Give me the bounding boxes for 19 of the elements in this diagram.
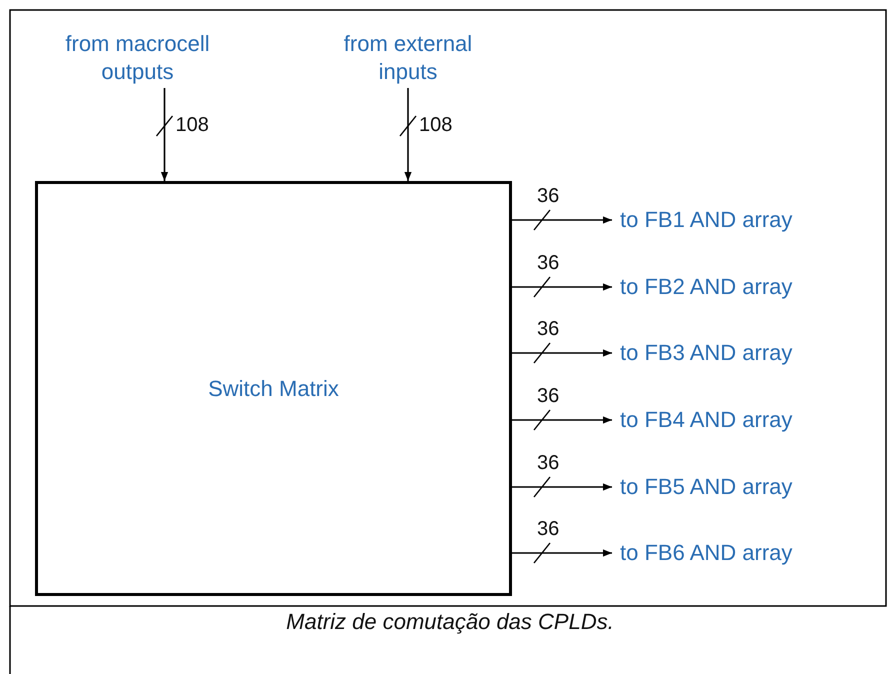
node-label: from macrocell outputs	[64, 30, 211, 86]
caption: Matriz de comutação das CPLDs.	[285, 609, 615, 635]
switch-matrix-box	[35, 181, 512, 596]
node-label: to FB5 AND array	[620, 473, 792, 501]
bus-arrow	[512, 476, 612, 498]
bus-arrow	[156, 88, 174, 181]
node-label: from external inputs	[342, 30, 474, 86]
node-label: to FB3 AND array	[620, 339, 792, 367]
bus-arrow	[399, 88, 417, 181]
node-label: to FB4 AND array	[620, 406, 792, 434]
bus-arrow	[512, 542, 612, 564]
node-label: to FB1 AND array	[620, 206, 792, 234]
node-label: Switch Matrix	[208, 374, 339, 402]
bus-arrow	[512, 276, 612, 298]
bus-arrow	[512, 342, 612, 364]
node-label: to FB6 AND array	[620, 539, 792, 567]
bus-arrow	[512, 210, 612, 230]
bus-arrow	[512, 410, 612, 430]
node-label: to FB2 AND array	[620, 273, 792, 301]
